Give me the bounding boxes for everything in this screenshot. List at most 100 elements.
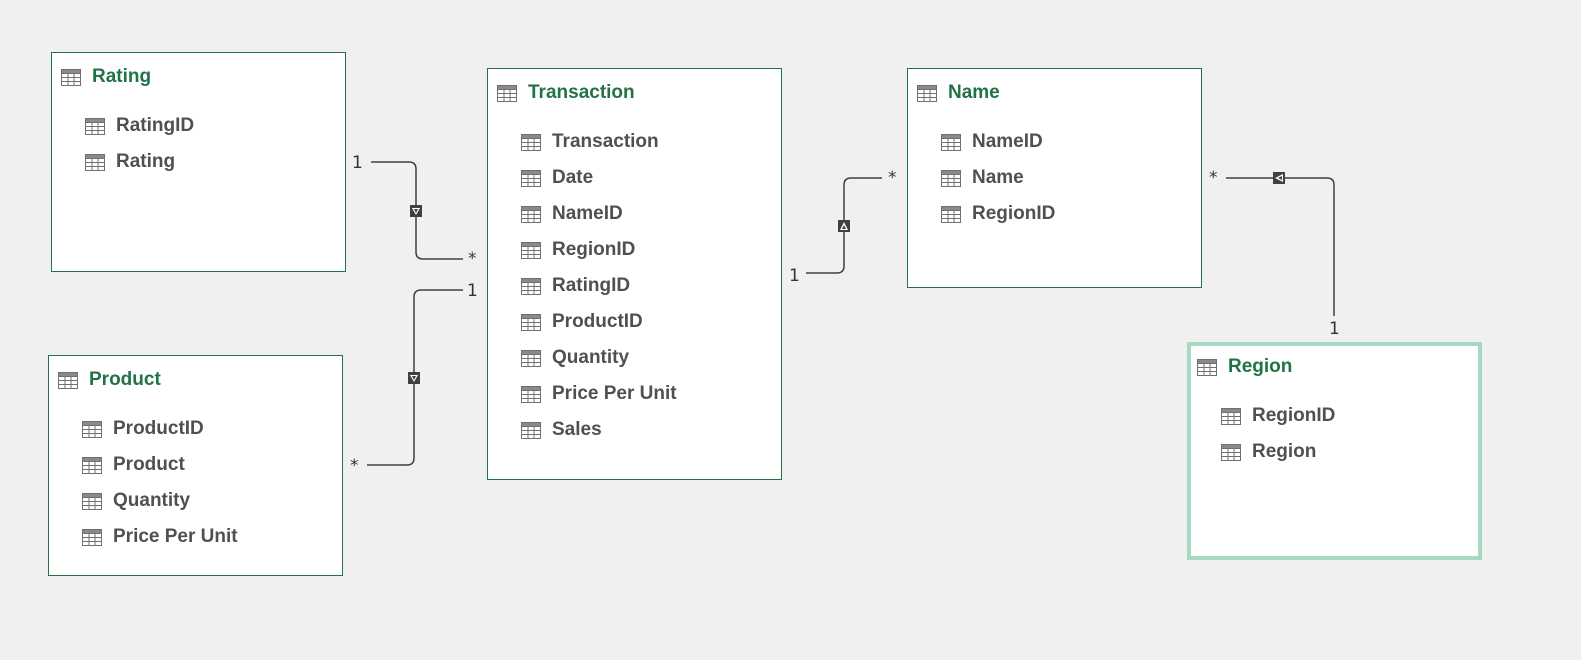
field-grid-icon [82,420,102,438]
field-list: Transaction Date NameID RegionID RatingI… [521,124,677,448]
filter-arrow-left-icon[interactable] [1273,172,1285,184]
field-item[interactable]: NameID [521,196,677,232]
field-name: RegionID [552,239,636,260]
field-name: RatingID [552,275,631,296]
field-list: RatingID Rating [85,108,194,180]
field-list: RegionID Region [1221,398,1335,470]
cardinality-one-label: 1 [1329,319,1340,339]
table-card-product[interactable]: Product ProductID Product Quantity Price… [48,355,343,576]
field-item[interactable]: Quantity [82,483,238,519]
field-name: ProductID [113,418,204,439]
field-name: RegionID [972,203,1056,224]
field-grid-icon [1221,407,1241,425]
field-item[interactable]: Price Per Unit [82,519,238,555]
field-item[interactable]: Rating [85,144,194,180]
field-item[interactable]: RatingID [521,268,677,304]
field-name: Quantity [113,490,191,511]
table-title: Name [948,82,1000,103]
field-grid-icon [521,385,541,403]
field-item[interactable]: Name [941,160,1055,196]
field-item[interactable]: NameID [941,124,1055,160]
cardinality-many-label: * [468,249,477,269]
table-title: Product [89,369,161,390]
cardinality-one-label: 1 [352,153,363,173]
field-item[interactable]: Price Per Unit [521,376,677,412]
field-name: ProductID [552,311,643,332]
field-name: RegionID [1252,405,1336,426]
table-grid-icon [58,371,78,389]
field-item[interactable]: Region [1221,434,1335,470]
field-grid-icon [521,277,541,295]
filter-arrow-down-icon[interactable] [408,372,420,384]
field-list: NameID Name RegionID [941,124,1055,232]
field-name: Quantity [552,347,630,368]
field-grid-icon [82,492,102,510]
table-card-region[interactable]: Region RegionID Region [1187,342,1482,560]
field-list: ProductID Product Quantity Price Per Uni… [82,411,238,555]
field-item[interactable]: RegionID [521,232,677,268]
filter-arrow-down-icon[interactable] [410,205,422,217]
field-grid-icon [82,528,102,546]
field-grid-icon [521,205,541,223]
cardinality-many-label: * [350,456,359,476]
field-name: NameID [552,203,623,224]
field-grid-icon [521,169,541,187]
field-grid-icon [521,241,541,259]
cardinality-many-label: * [888,168,897,188]
table-card-rating[interactable]: Rating RatingID Rating [51,52,346,272]
field-grid-icon [521,133,541,151]
field-name: RatingID [116,115,195,136]
field-grid-icon [941,169,961,187]
field-name: Transaction [552,131,659,152]
table-card-transaction[interactable]: Transaction Transaction Date NameID Regi… [487,68,782,480]
field-item[interactable]: Quantity [521,340,677,376]
field-item[interactable]: Date [521,160,677,196]
table-header[interactable]: Product [58,368,161,392]
field-name: Product [113,454,185,475]
field-grid-icon [941,133,961,151]
relationship-line-region-name[interactable] [1226,177,1335,316]
field-item[interactable]: RegionID [1221,398,1335,434]
table-header[interactable]: Rating [61,65,151,89]
table-grid-icon [1197,358,1217,376]
table-grid-icon [61,68,81,86]
field-grid-icon [521,349,541,367]
table-header[interactable]: Name [917,81,1000,105]
field-grid-icon [521,313,541,331]
table-header[interactable]: Region [1197,355,1292,379]
field-grid-icon [85,153,105,171]
field-item[interactable]: ProductID [521,304,677,340]
field-grid-icon [521,421,541,439]
field-grid-icon [941,205,961,223]
field-name: Name [972,167,1024,188]
field-name: Price Per Unit [113,526,238,547]
field-item[interactable]: Sales [521,412,677,448]
field-name: Sales [552,419,602,440]
table-title: Region [1228,356,1293,377]
cardinality-one-label: 1 [467,281,478,301]
field-name: Price Per Unit [552,383,677,404]
field-item[interactable]: Transaction [521,124,677,160]
field-name: Rating [116,151,176,172]
cardinality-many-label: * [1209,168,1218,188]
table-header[interactable]: Transaction [497,81,635,105]
field-grid-icon [1221,443,1241,461]
field-name: NameID [972,131,1043,152]
field-item[interactable]: RatingID [85,108,194,144]
table-grid-icon [497,84,517,102]
table-card-name[interactable]: Name NameID Name RegionID [907,68,1202,288]
field-item[interactable]: Product [82,447,238,483]
table-title: Transaction [528,82,635,103]
field-grid-icon [85,117,105,135]
filter-arrow-up-icon[interactable] [838,220,850,232]
cardinality-one-label: 1 [789,266,800,286]
field-item[interactable]: RegionID [941,196,1055,232]
field-name: Region [1252,441,1317,462]
table-grid-icon [917,84,937,102]
table-title: Rating [92,66,152,87]
field-item[interactable]: ProductID [82,411,238,447]
field-name: Date [552,167,594,188]
field-grid-icon [82,456,102,474]
